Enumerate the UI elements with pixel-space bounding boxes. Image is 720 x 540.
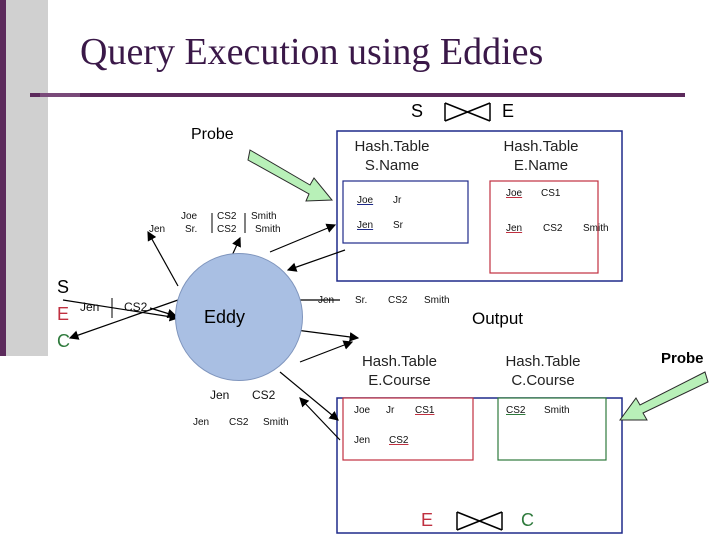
incoming-tuple-course: CS2	[124, 300, 148, 314]
eddy-inner-course: CS2	[252, 388, 276, 402]
join-symbol-bottom	[456, 511, 503, 531]
ht-s-name-row1-year: Jr	[393, 195, 402, 206]
ht-s-name-row1-name: Joe	[357, 195, 374, 206]
ht-e-course-row1-course: CS1	[415, 405, 435, 416]
arrow-eddy-to-s-name	[269, 223, 337, 253]
join-bottom-left: E	[421, 510, 434, 530]
probe-tuple-row2-course: CS2	[217, 224, 237, 235]
ht-e-course-box	[342, 397, 474, 461]
join-symbol-top	[444, 102, 491, 122]
eddy-label: Eddy	[204, 307, 246, 327]
eddy-bottom-teacher: Smith	[263, 417, 289, 428]
join-top-left: S	[411, 101, 424, 121]
ht-e-name-row2-teacher: Smith	[583, 223, 609, 234]
ht-c-course-row1-course: CS2	[506, 405, 526, 416]
probe-tuple-name: Jen	[149, 224, 166, 235]
sec-stack-s: S	[57, 277, 70, 297]
left-accent-stripe	[0, 0, 6, 356]
arrow-eddy-to-sec	[68, 299, 179, 340]
eddy-bottom-name: Jen	[193, 417, 210, 428]
arrow-sec-to-eddy	[62, 299, 180, 322]
probe-label-right: Probe	[661, 350, 704, 367]
output-tuple-teacher: Smith	[424, 295, 450, 306]
left-accent-bar	[0, 0, 48, 356]
arrow-eddy-to-output	[295, 329, 360, 342]
ht-e-course-row1-year: Jr	[386, 405, 395, 416]
sec-stack-e: E	[57, 304, 70, 324]
probe-arrow-left	[247, 149, 334, 202]
probe-arrow-right	[619, 371, 709, 421]
ht-e-name-row2-name: Jen	[506, 223, 523, 234]
sec-stack-c: C	[57, 331, 70, 351]
ht-s-name-row2-name: Jen	[357, 220, 374, 231]
arrow-s-name-to-eddy	[286, 249, 346, 272]
output-label: Output	[472, 309, 524, 328]
ht-e-course-row2-name: Jen	[354, 435, 371, 446]
probe-tuple-row2-teacher: Smith	[255, 224, 281, 235]
ht-c-course-row1-teacher: Smith	[544, 405, 570, 416]
join-top-right: E	[502, 101, 515, 121]
probe-tuple-row1-teacher: Smith	[251, 211, 277, 222]
output-tuple-name: Jen	[318, 295, 335, 306]
eddy-operator	[175, 253, 303, 381]
ht-s-name-row2-year: Sr	[393, 220, 403, 231]
arrow-eddy-to-bottom	[299, 340, 354, 363]
arrow-eddy-to-e-course	[279, 371, 339, 421]
title-underline-accent	[40, 93, 80, 97]
incoming-tuple-name: Jen	[80, 300, 100, 314]
arrow-eddy-to-probe-name	[147, 230, 179, 287]
ht-c-course-box	[497, 397, 607, 461]
eddy-bottom-course: CS2	[229, 417, 249, 428]
ht-e-name-row2-course: CS2	[543, 223, 563, 234]
probe-label-left: Probe	[191, 126, 234, 143]
ht-e-course-row1-name: Joe	[354, 405, 371, 416]
output-tuple-year: Sr.	[355, 295, 368, 306]
ht-e-course-row2-course: CS2	[389, 435, 409, 446]
ht-e-name-row1-course: CS1	[541, 188, 561, 199]
eddy-inner-name: Jen	[210, 388, 230, 402]
ht-e-name-box	[489, 180, 599, 274]
probe-tuple-row2-year: Sr.	[185, 224, 198, 235]
output-tuple-course: CS2	[388, 295, 408, 306]
ht-e-name-row1-name: Joe	[506, 188, 523, 199]
page-title: Query Execution using Eddies	[80, 31, 544, 73]
ht-s-name-box	[342, 180, 469, 244]
title-underline	[30, 93, 685, 97]
arrow-e-course-to-eddy	[299, 397, 341, 441]
probe-tuple-row1-name: Joe	[181, 211, 198, 222]
join-bottom-right: C	[521, 510, 534, 530]
probe-tuple-row1-course: CS2	[217, 211, 237, 222]
